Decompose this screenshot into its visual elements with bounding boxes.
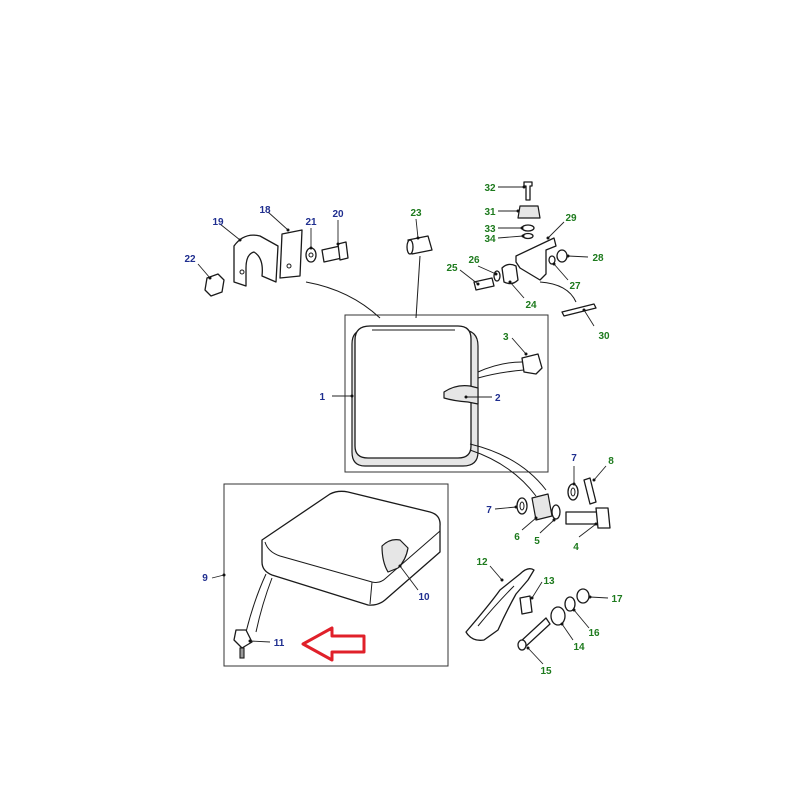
panel-cover-part-1 <box>351 325 479 467</box>
washer-part-27 <box>548 255 556 265</box>
strap-part-2 <box>443 385 479 405</box>
nut-part-22 <box>204 273 225 297</box>
callout-7-left: 7 <box>486 505 492 516</box>
callout-32: 32 <box>484 183 496 194</box>
clip-part-3 <box>521 353 543 375</box>
callout-20: 20 <box>332 209 344 220</box>
strap-part-12 <box>465 568 535 641</box>
pin-part-30 <box>561 303 597 317</box>
bracket-part-29 <box>515 237 557 281</box>
washer-part-7-upper <box>567 483 579 501</box>
red-arrow <box>301 626 366 662</box>
washer-part-26 <box>493 270 501 282</box>
callout-21: 21 <box>305 217 317 228</box>
strap-part-10 <box>381 539 409 573</box>
upper-frame <box>344 314 549 473</box>
washer-part-16 <box>564 596 576 612</box>
lower-assembly-part-9 <box>233 490 441 659</box>
mount-part-31 <box>517 205 541 219</box>
pin-part-8 <box>583 477 597 505</box>
callout-12: 12 <box>476 557 488 568</box>
callout-15: 15 <box>540 666 552 677</box>
callout-26: 26 <box>468 255 480 266</box>
callout-5: 5 <box>534 536 540 547</box>
callout-24: 24 <box>525 300 537 311</box>
callout-31: 31 <box>484 207 496 218</box>
sleeve-part-23 <box>406 235 433 255</box>
callout-16: 16 <box>588 628 600 639</box>
bracket-part-19 <box>233 234 279 287</box>
callout-17: 17 <box>611 594 623 605</box>
callout-7-upper: 7 <box>571 453 577 464</box>
leader-lines <box>197 185 609 665</box>
plate-part-18 <box>279 229 303 279</box>
callout-6: 6 <box>514 532 520 543</box>
callout-labels: 1 2 3 4 5 6 7 7 8 9 10 11 12 13 14 15 16… <box>184 183 623 677</box>
callout-10: 10 <box>418 592 430 603</box>
callout-33: 33 <box>484 224 496 235</box>
callout-11: 11 <box>274 638 285 649</box>
callout-1: 1 <box>319 392 325 403</box>
callout-14: 14 <box>573 642 585 653</box>
washer-part-21 <box>305 247 317 263</box>
callout-4: 4 <box>573 542 579 553</box>
callout-29: 29 <box>565 213 577 224</box>
callout-34: 34 <box>484 234 496 245</box>
callout-27: 27 <box>569 281 581 292</box>
nut-part-28 <box>556 249 568 263</box>
bush-part-6 <box>531 493 553 521</box>
callout-8: 8 <box>608 456 614 467</box>
bolt-part-13 <box>519 595 533 615</box>
bush-part-14 <box>550 606 566 626</box>
washer-part-33 <box>521 224 535 232</box>
callout-30: 30 <box>598 331 610 342</box>
washer-part-7-left <box>516 497 528 515</box>
callout-25: 25 <box>446 263 458 274</box>
clip-part-11 <box>233 629 253 649</box>
callout-18: 18 <box>259 205 271 216</box>
bolt-part-4 <box>565 507 611 529</box>
washer-part-5 <box>551 504 561 520</box>
callout-23: 23 <box>410 208 422 219</box>
callout-13: 13 <box>543 576 555 587</box>
callout-9: 9 <box>202 573 208 584</box>
callout-2: 2 <box>495 393 501 404</box>
callout-28: 28 <box>592 253 604 264</box>
bush-part-24 <box>501 263 519 285</box>
bolt-part-25 <box>473 277 495 291</box>
bolt-part-32 <box>523 181 533 201</box>
bolt-part-20 <box>321 241 349 263</box>
callout-3: 3 <box>503 332 509 343</box>
nut-part-17 <box>576 588 590 604</box>
callout-22: 22 <box>184 254 196 265</box>
callout-19: 19 <box>212 217 224 228</box>
